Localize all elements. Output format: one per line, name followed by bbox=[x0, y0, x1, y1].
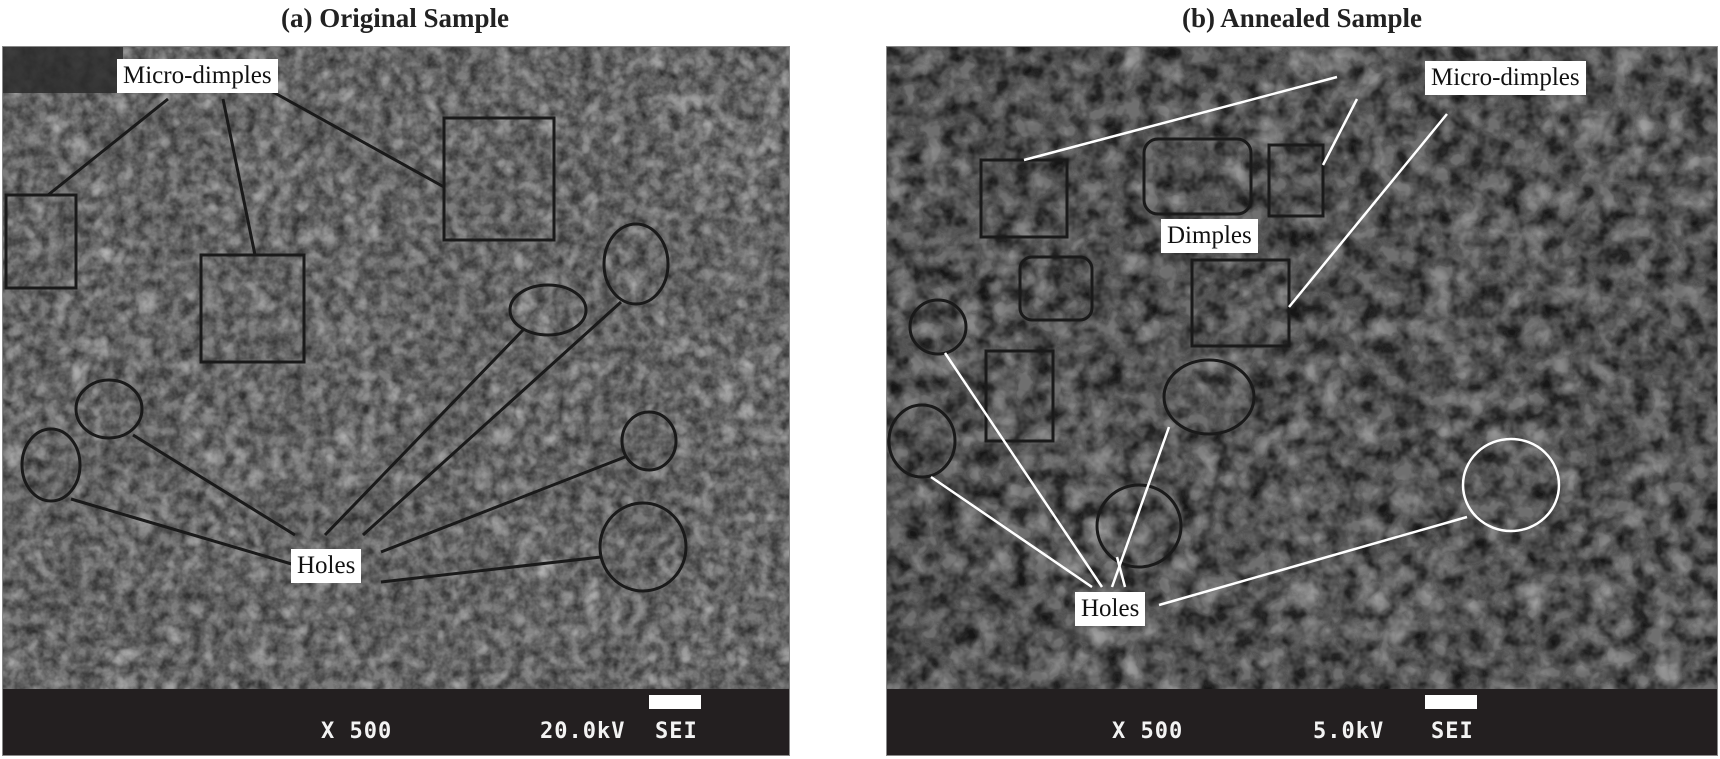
dimples-label-b: Dimples bbox=[1161, 219, 1258, 253]
hole-circle bbox=[620, 410, 678, 472]
dimple-box bbox=[1018, 255, 1094, 322]
detector-a: SEI bbox=[655, 719, 698, 744]
annotations-b bbox=[887, 75, 1561, 607]
hole-circle bbox=[602, 222, 670, 306]
scale-bar-a bbox=[649, 695, 701, 709]
micro-dimples-label-a: Micro-dimples bbox=[117, 59, 278, 93]
micro-dimples-label-b: Micro-dimples bbox=[1425, 61, 1586, 95]
micro-dimple-box bbox=[1267, 143, 1325, 218]
micro-dimple-box bbox=[199, 253, 306, 364]
micro-dimple-box bbox=[4, 193, 78, 290]
micro-dimple-box bbox=[984, 349, 1055, 443]
scale-bar-b bbox=[1425, 695, 1477, 709]
hole-circle bbox=[74, 378, 144, 440]
micro-dimple-box bbox=[1190, 258, 1291, 348]
panel-a-title: (a) Original Sample bbox=[281, 3, 509, 33]
hole-circle bbox=[887, 403, 957, 479]
sem-texture-a bbox=[3, 47, 789, 755]
hole-circle bbox=[20, 427, 82, 503]
holes-label-a: Holes bbox=[291, 549, 362, 583]
voltage-a: 20.0kV bbox=[540, 719, 626, 744]
annotations-a bbox=[4, 90, 688, 593]
hole-circle bbox=[1461, 437, 1561, 533]
sem-texture-b bbox=[887, 47, 1717, 755]
databar-a: X 500 20.0kV SEI bbox=[3, 689, 789, 755]
voltage-b: 5.0kV bbox=[1313, 719, 1385, 744]
hole-circle bbox=[908, 298, 968, 356]
hole-circle bbox=[598, 501, 688, 593]
magnification-b: X 500 bbox=[1112, 719, 1184, 744]
micrograph-b: Micro-dimples Dimples Holes X 500 5.0kV … bbox=[886, 46, 1718, 756]
micro-dimple-box bbox=[442, 116, 556, 242]
micro-dimple-box bbox=[979, 158, 1069, 239]
detector-b: SEI bbox=[1431, 719, 1474, 744]
hole-circle bbox=[1095, 483, 1183, 569]
hole-circle bbox=[1162, 358, 1256, 436]
hole-circle bbox=[508, 283, 588, 337]
dimple-box bbox=[1142, 137, 1253, 216]
holes-label-b: Holes bbox=[1075, 592, 1146, 626]
databar-b: X 500 5.0kV SEI bbox=[887, 689, 1717, 755]
magnification-a: X 500 bbox=[321, 719, 393, 744]
micrograph-a: Micro-dimples Holes X 500 20.0kV SEI bbox=[2, 46, 790, 756]
panel-b-title: (b) Annealed Sample bbox=[1181, 3, 1423, 33]
